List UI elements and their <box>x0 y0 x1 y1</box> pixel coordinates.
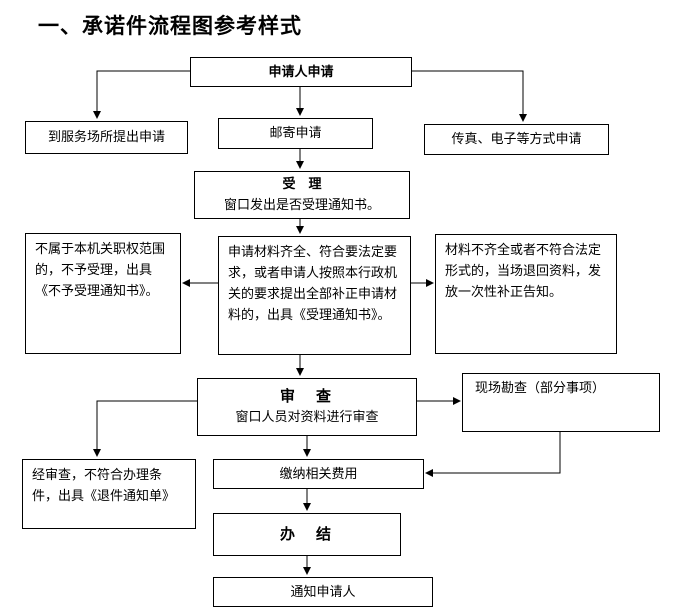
node-accept: 受 理 窗口发出是否受理通知书。 <box>194 171 410 219</box>
node-site-check-label: 现场勘查（部分事项） <box>475 381 606 396</box>
node-notify: 通知申请人 <box>213 577 433 607</box>
node-mail-label: 邮寄申请 <box>269 126 322 141</box>
node-accept-sub: 窗口发出是否受理通知书。 <box>223 198 380 213</box>
node-apply: 申请人申请 <box>190 57 412 87</box>
page-title: 一、承诺件流程图参考样式 <box>38 14 302 38</box>
node-review-sub: 窗口人员对资料进行审查 <box>235 410 379 425</box>
node-fee-label: 缴纳相关费用 <box>279 466 358 482</box>
node-handle-label: 办 结 <box>279 525 334 543</box>
node-accept-title: 受 理 <box>282 177 322 192</box>
node-onsite-label: 到服务场所提出申请 <box>47 130 165 145</box>
node-fee: 缴纳相关费用 <box>213 459 424 489</box>
node-onsite: 到服务场所提出申请 <box>25 121 188 154</box>
node-incomplete: 材料不齐全或者不符合法定形式的，当场退回资料，发放一次性补正告知。 <box>435 234 617 354</box>
node-complete-label: 申请材料齐全、符合要法定要求，或者申请人按照本行政机关的要求提出全部补正申请材料… <box>228 245 398 323</box>
node-review: 审 查 窗口人员对资料进行审查 <box>197 378 417 436</box>
node-mail: 邮寄申请 <box>218 118 373 149</box>
node-return-label: 经审查，不符合办理条件，出具《退件通知单》 <box>32 468 176 504</box>
node-reject-label: 不属于本机关职权范围的，不予受理，出具《不予受理通知书》。 <box>35 242 166 299</box>
node-reject: 不属于本机关职权范围的，不予受理，出具《不予受理通知书》。 <box>25 233 181 354</box>
node-fax: 传真、电子等方式申请 <box>424 124 609 155</box>
node-complete: 申请材料齐全、符合要法定要求，或者申请人按照本行政机关的要求提出全部补正申请材料… <box>218 236 411 355</box>
node-apply-label: 申请人申请 <box>268 64 334 80</box>
node-return: 经审查，不符合办理条件，出具《退件通知单》 <box>22 459 196 529</box>
node-notify-label: 通知申请人 <box>290 584 356 600</box>
node-handle: 办 结 <box>213 513 401 556</box>
node-site-check: 现场勘查（部分事项） <box>462 373 660 432</box>
node-review-title: 审 查 <box>279 387 334 405</box>
node-fax-label: 传真、电子等方式申请 <box>451 132 582 147</box>
node-incomplete-label: 材料不齐全或者不符合法定形式的，当场退回资料，发放一次性补正告知。 <box>445 243 602 300</box>
